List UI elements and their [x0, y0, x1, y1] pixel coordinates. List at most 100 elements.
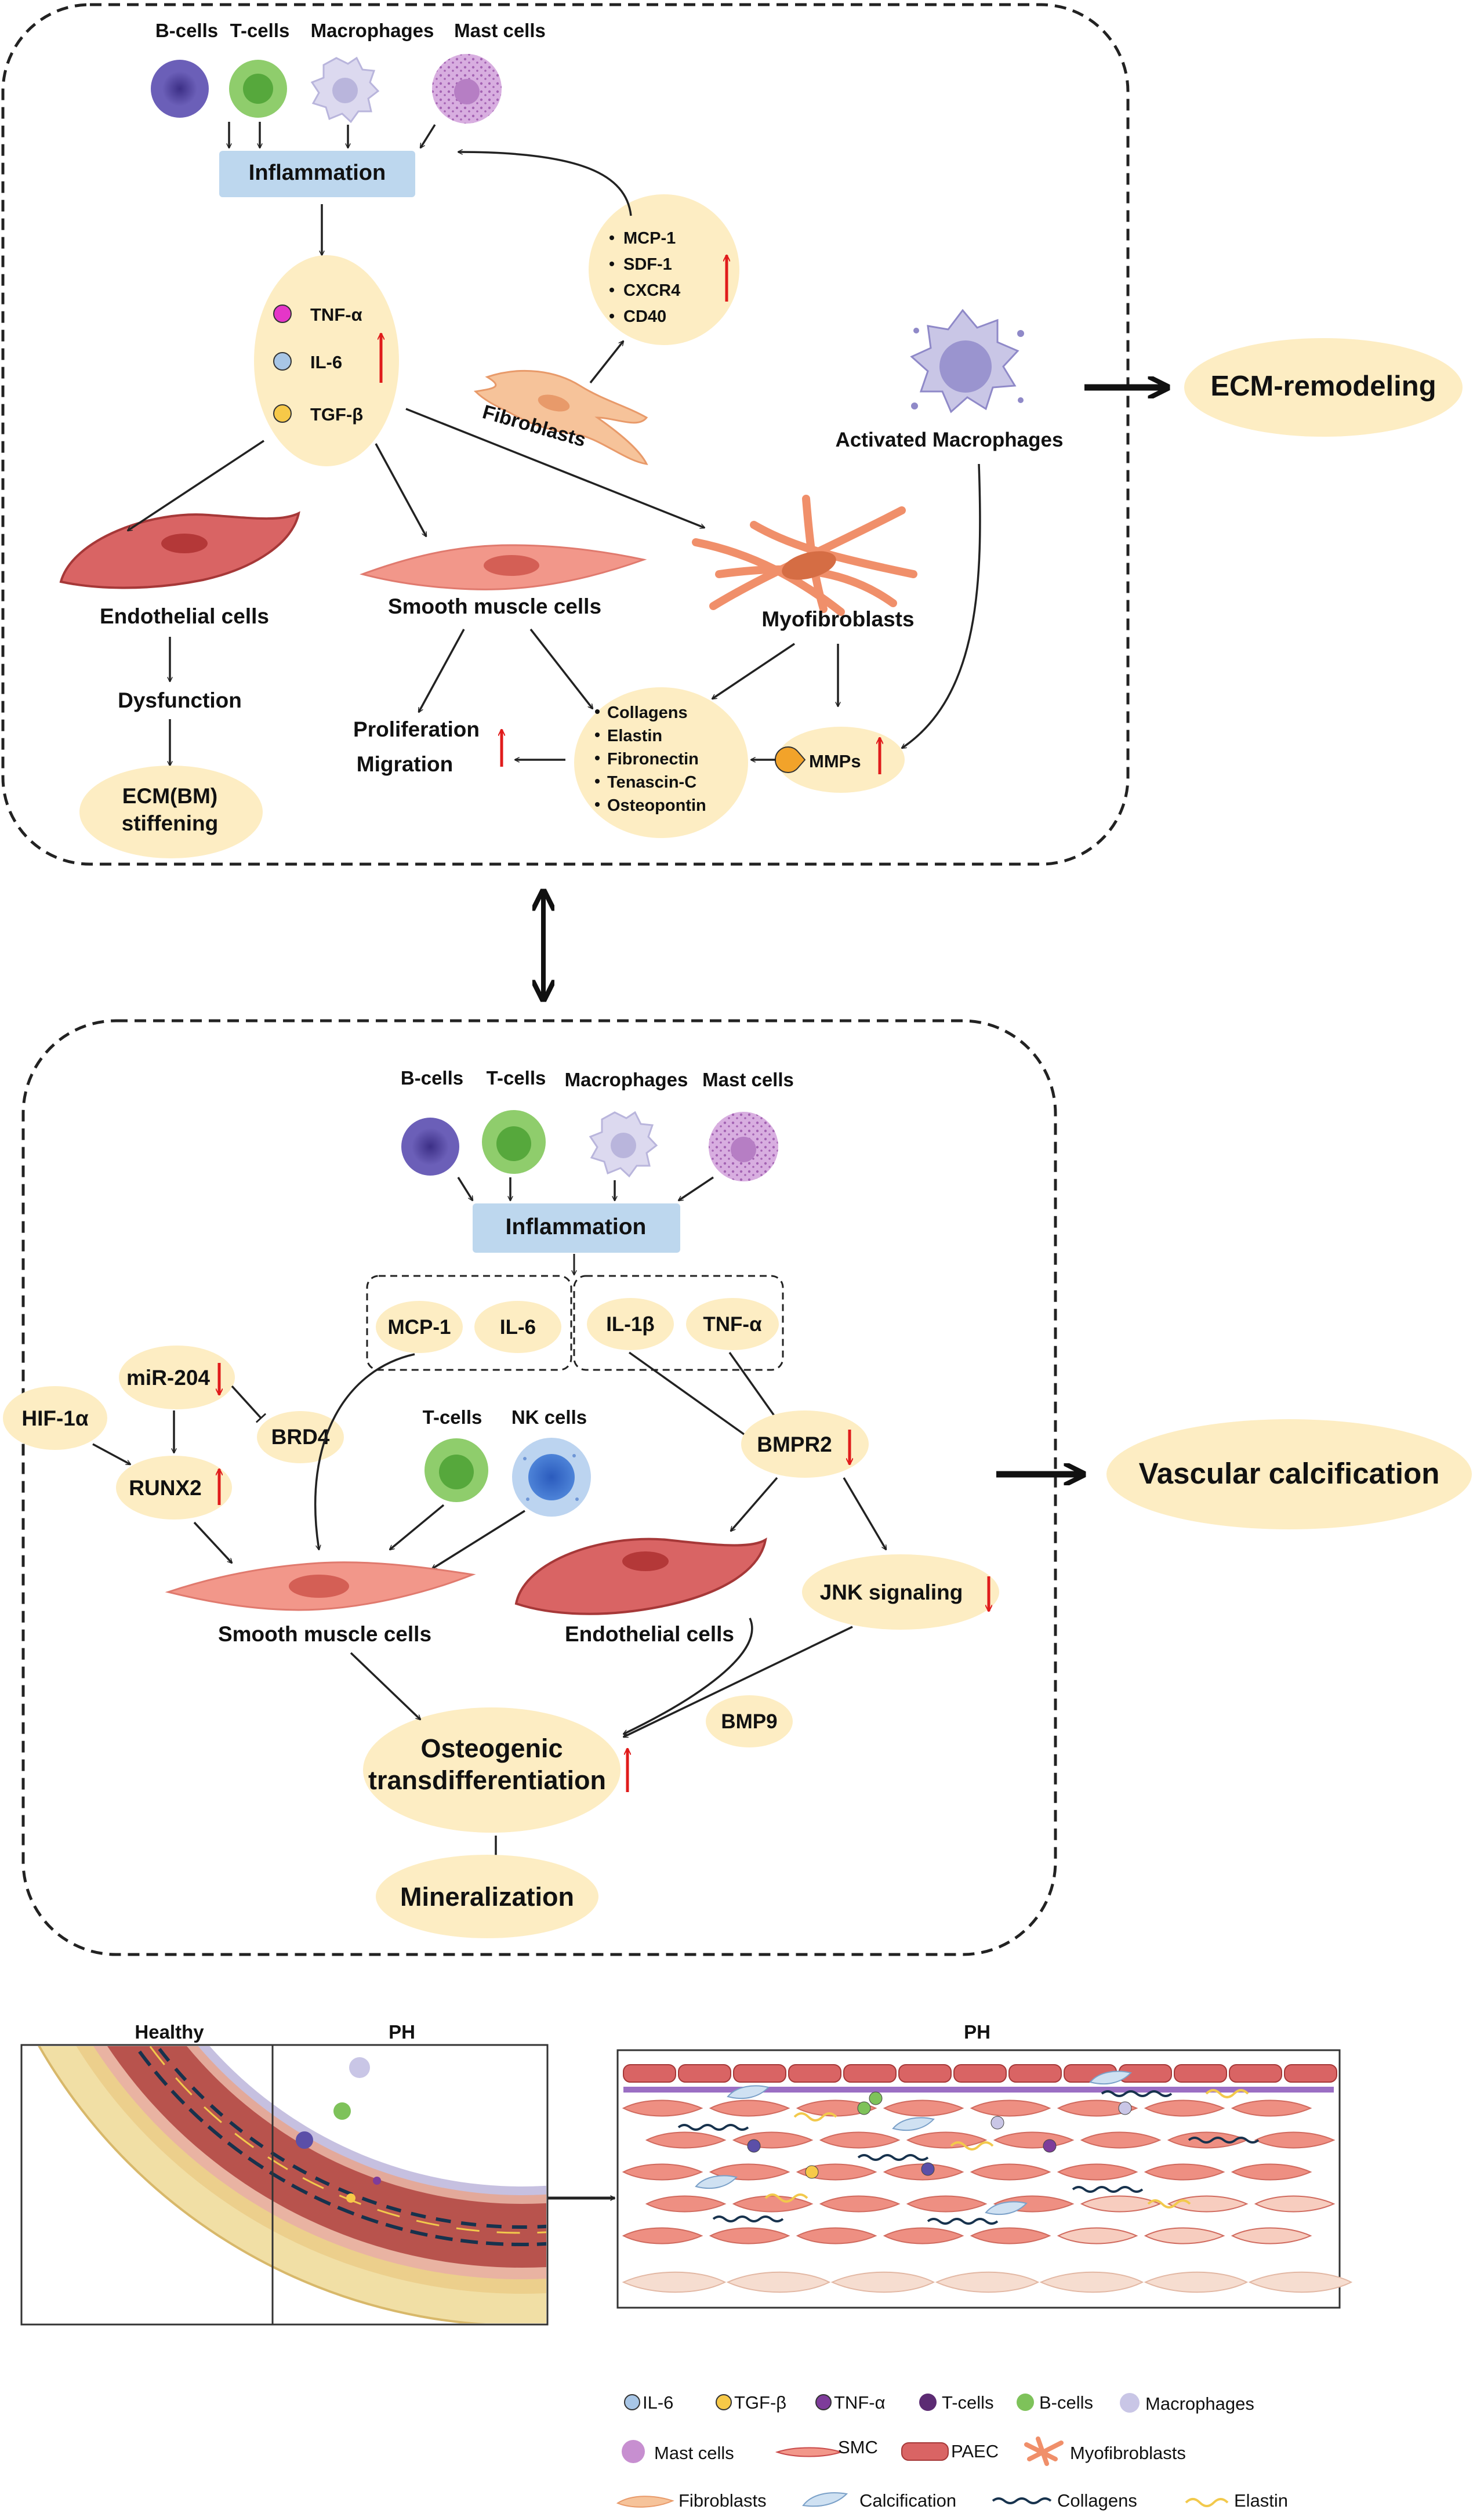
- stiffening-label: stiffening: [122, 811, 218, 835]
- tnf-alpha-dot: [273, 304, 292, 323]
- label-t-cells-2: T-cells: [487, 1067, 546, 1089]
- smc-cell: [970, 2227, 1051, 2244]
- activated-macrophage-icon: [910, 309, 1024, 414]
- collagen-fiber: [1101, 2090, 1173, 2097]
- smc-cell: [1254, 2131, 1336, 2149]
- mast-cell-icon-2: [709, 1112, 778, 1181]
- chemokine-cd40: CD40: [623, 307, 666, 326]
- calcification-panel-border: [21, 1019, 1057, 1956]
- collagen-fiber: [857, 2154, 929, 2161]
- paec-cell: [1229, 2064, 1282, 2083]
- legend-fibroblasts-icon: [616, 2496, 674, 2508]
- vessel-cross-section: [38, 2046, 546, 2323]
- mcp1-label: MCP-1: [388, 1316, 451, 1339]
- legend-elastin-icon: [1185, 2498, 1229, 2507]
- bmpr2-node: [741, 1410, 869, 1478]
- smc-cell: [1231, 2227, 1312, 2244]
- legend-tcells-icon: [919, 2394, 937, 2411]
- elastin-fiber: [764, 2193, 808, 2203]
- osteogenic-node: [363, 1707, 621, 1833]
- smc-cell: [645, 2131, 727, 2149]
- smc-cell: [1231, 2163, 1312, 2181]
- label-t-cells-3: T-cells: [423, 1406, 482, 1428]
- legend-tgfb: TGF-β: [734, 2392, 786, 2413]
- t-cell-icon: [229, 60, 287, 118]
- paec-cell: [898, 2064, 952, 2083]
- smc-cell: [796, 2099, 877, 2117]
- legend-macrophages: Macrophages: [1145, 2394, 1254, 2414]
- collagen-fiber: [1072, 2186, 1144, 2193]
- cytokine-group-right: [573, 1275, 784, 1371]
- smc-cell: [1057, 2163, 1138, 2181]
- t-cell-icon-2: [482, 1110, 546, 1174]
- legend-smc: SMC: [838, 2437, 878, 2457]
- right-branch-inhibition: [628, 1351, 782, 1443]
- fibroblast-cell: [726, 2271, 831, 2293]
- arrows-cells-to-inflammation-2: [457, 1176, 714, 1201]
- bmp9-label: BMP9: [721, 1710, 777, 1733]
- ph-detail-tissue: [622, 2064, 1353, 2293]
- label-b-cells-2: B-cells: [401, 1067, 463, 1089]
- label-t-cells: T-cells: [230, 20, 290, 41]
- paec-cell: [733, 2064, 786, 2083]
- vascular-calcification-label: Vascular calcification: [1139, 1457, 1440, 1490]
- elastin-fiber: [1147, 2199, 1191, 2209]
- endothelial-cell-mid: [514, 1537, 767, 1615]
- immune-cell: [805, 2165, 819, 2179]
- paec-cell: [678, 2064, 731, 2083]
- fibroblast-cell: [622, 2271, 727, 2293]
- myofibroblast-nucleus-top: [782, 551, 836, 580]
- immune-cell: [921, 2162, 935, 2176]
- runx2-node: [116, 1456, 232, 1520]
- legend-fibroblasts: Fibroblasts: [678, 2490, 767, 2511]
- smc-cell: [796, 2227, 877, 2244]
- ecm-bm-label: ECM(BM): [122, 784, 217, 808]
- smc-cell: [1080, 2195, 1162, 2213]
- paec-cell: [788, 2064, 841, 2083]
- runx2-label: RUNX2: [129, 1476, 201, 1500]
- arrow-fibroblast-to-chemokines: [589, 341, 623, 384]
- paec-cell: [1008, 2064, 1062, 2083]
- paec-cell: [1174, 2064, 1227, 2083]
- cytokine-group-left: [366, 1275, 572, 1371]
- immune-cell: [747, 2139, 761, 2153]
- label-mast-cells: Mast cells: [454, 20, 546, 41]
- paec-cell: [953, 2064, 1007, 2083]
- smc-cell: [970, 2163, 1051, 2181]
- mmps-node: [777, 727, 905, 793]
- tnfa-label: TNF-α: [703, 1313, 762, 1336]
- osteogenic-label-1: Osteogenic: [420, 1734, 563, 1763]
- macrophage-icon-2: [589, 1111, 658, 1178]
- label-b-cells: B-cells: [155, 20, 218, 41]
- dysfunction-label: Dysfunction: [118, 688, 242, 712]
- ph-inflammatory-cells: [296, 2057, 381, 2203]
- mir204-node: [119, 1346, 235, 1409]
- mineralization-node: [376, 1855, 598, 1938]
- legend-tnfa-icon: [815, 2394, 832, 2410]
- collagen-fiber: [712, 2215, 784, 2222]
- chemokine-sdf1: SDF-1: [623, 255, 672, 274]
- legend-mastcells: Mast cells: [654, 2443, 734, 2463]
- healthy-label: Healthy: [135, 2021, 204, 2043]
- legend-il6-icon: [624, 2394, 640, 2410]
- chemokine-bullets: [609, 235, 614, 318]
- smc-cell: [1144, 2163, 1225, 2181]
- legend-calcification: Calcification: [859, 2490, 956, 2511]
- elastin-fiber: [793, 2112, 837, 2122]
- myofibroblasts-label-top: Myofibroblasts: [761, 607, 914, 631]
- calcification-deposit: [892, 2117, 935, 2131]
- paec-cell: [843, 2064, 897, 2083]
- ecm-remodeling-node: [1184, 338, 1463, 437]
- legend: IL-6 TGF-β TNF-α T-cells B-cells Macroph…: [616, 2392, 1288, 2511]
- collagen-fiber: [1188, 2137, 1260, 2144]
- paec-cell: [623, 2064, 676, 2083]
- left-branch-arrows: [92, 1353, 415, 1563]
- immune-cell: [869, 2091, 883, 2105]
- migration-label: Migration: [357, 752, 453, 776]
- legend-calcification-icon: [802, 2492, 848, 2507]
- bmp9-node: [706, 1695, 793, 1747]
- smc-cell: [1080, 2131, 1162, 2149]
- fibroblast-cell: [1248, 2271, 1353, 2293]
- calcification-deposit: [1089, 2070, 1132, 2085]
